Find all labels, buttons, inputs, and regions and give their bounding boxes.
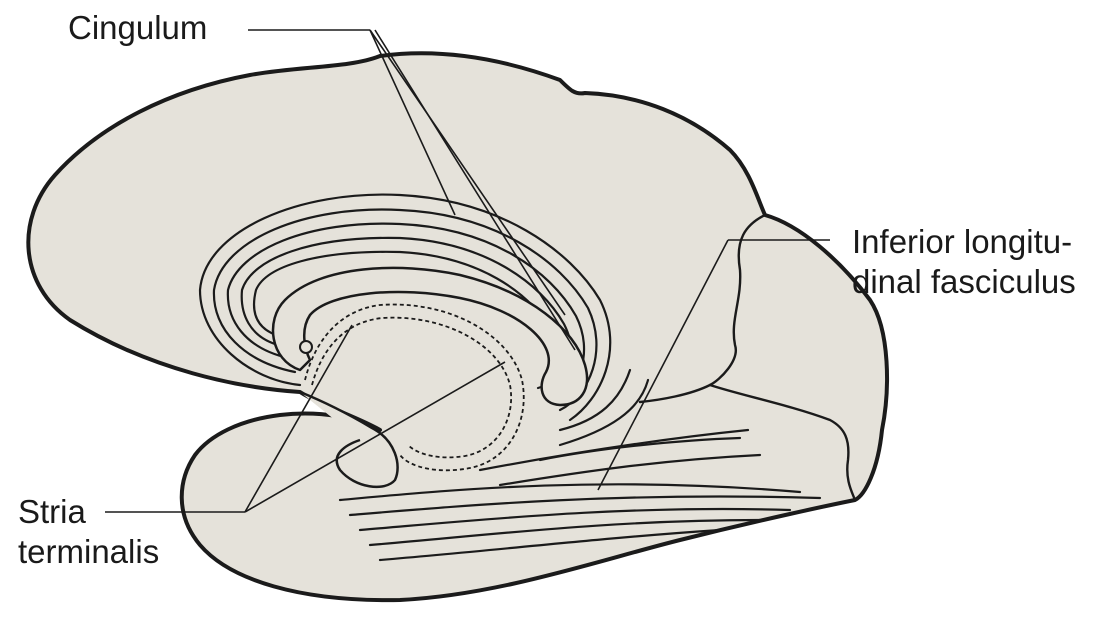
label-cingulum: Cingulum [68,8,207,48]
label-inferior-longitudinal-line1: Inferior longitu- [852,222,1072,262]
label-inferior-longitudinal-line2: dinal fasciculus [852,262,1076,302]
brain-outline [28,53,887,600]
label-stria-line2: terminalis [18,532,159,572]
label-stria-line1: Stria [18,492,86,532]
genu-knob [300,341,312,353]
